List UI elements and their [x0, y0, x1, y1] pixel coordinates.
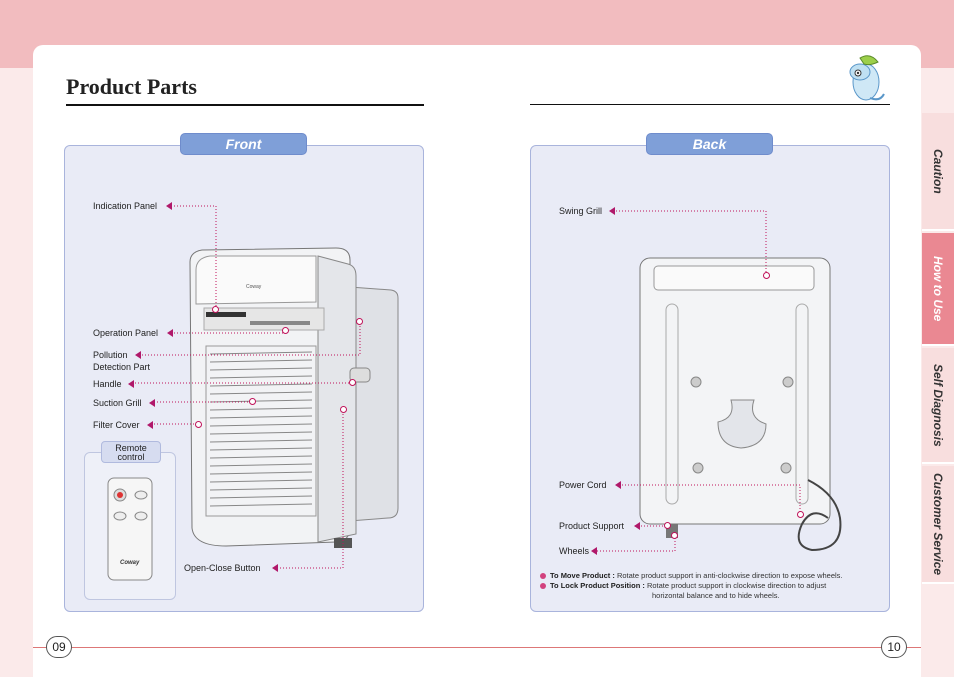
arrow-suction-grill [149, 399, 155, 407]
sidebar-item-how-to-use[interactable]: How to Use [922, 233, 954, 346]
arrow-product-support [634, 522, 640, 530]
arrow-swing-grill [609, 207, 615, 215]
note-lock: To Lock Product Position : Rotate produc… [540, 581, 843, 591]
label-wheels: Wheels [559, 546, 590, 556]
usage-notes: To Move Product : Rotate product support… [540, 571, 843, 601]
arrow-filter-cover [147, 421, 153, 429]
bullet-icon [540, 583, 546, 590]
remote-label-1: Remote [115, 443, 147, 453]
swing-grill-marker [763, 272, 770, 279]
sidebar-item-caution[interactable]: Caution [922, 113, 954, 231]
label-indication-panel: Indication Panel [93, 201, 158, 211]
label-product-support: Product Support [559, 521, 625, 531]
unit-brand: Coway [246, 284, 262, 290]
indication-panel-marker [212, 306, 219, 313]
product-support-marker [664, 522, 671, 529]
tab-back: Back [646, 133, 773, 155]
arrow-operation-panel [167, 329, 173, 337]
note-move-text: Rotate product support in anti-clockwise… [616, 571, 843, 580]
open-close-marker [340, 406, 347, 413]
arrow-open-close [272, 564, 278, 572]
title-rule-left [66, 104, 424, 106]
label-power-cord: Power Cord [559, 480, 607, 490]
note-move-title: To Move Product : [550, 571, 615, 580]
title-rule-right [530, 104, 890, 105]
label-pollution-2: Detection Part [93, 362, 151, 372]
tab-front: Front [180, 133, 307, 155]
page-title: Product Parts [66, 74, 197, 99]
note-lock-text-2: horizontal balance and to hide wheels. [652, 591, 780, 600]
note-lock-text: Rotate product support in clockwise dire… [646, 581, 827, 590]
label-swing-grill: Swing Grill [559, 206, 603, 216]
label-filter-cover: Filter Cover [93, 420, 140, 430]
remote-brand: Coway [120, 560, 140, 566]
suction-grill-marker [249, 398, 256, 405]
remote-label-2: control [117, 452, 145, 462]
arrow-power-cord [615, 481, 621, 489]
pollution-sensor-marker [356, 318, 363, 325]
label-handle: Handle [93, 379, 122, 389]
filter-cover-marker [195, 421, 202, 428]
note-move: To Move Product : Rotate product support… [540, 571, 843, 581]
handle-marker [349, 379, 356, 386]
arrow-wheels [591, 547, 597, 555]
sidebar-item-customer-service[interactable]: Customer Service [922, 466, 954, 584]
purifier-back-illustration [639, 257, 842, 552]
label-pollution-1: Pollution [93, 350, 128, 360]
sidebar-item-self-diagnosis[interactable]: Self Diagnosis [922, 348, 954, 464]
arrow-handle [128, 380, 134, 388]
footer-rule [33, 647, 921, 648]
purifier-front-illustration: Coway [189, 247, 399, 548]
page-number-right: 10 [881, 636, 907, 658]
page-number-left: 09 [46, 636, 72, 658]
bullet-icon [540, 573, 546, 580]
arrow-indication-panel [166, 202, 172, 210]
note-lock-title: To Lock Product Position : [550, 581, 645, 590]
mascot-icon [849, 55, 885, 101]
operation-panel-marker [282, 327, 289, 334]
label-suction-grill: Suction Grill [93, 398, 142, 408]
remote-tab: Remote control [101, 441, 161, 463]
arrow-pollution [135, 351, 141, 359]
remote-control-illustration: Coway [107, 477, 153, 581]
label-open-close: Open-Close Button [184, 563, 261, 573]
label-operation-panel: Operation Panel [93, 328, 159, 338]
